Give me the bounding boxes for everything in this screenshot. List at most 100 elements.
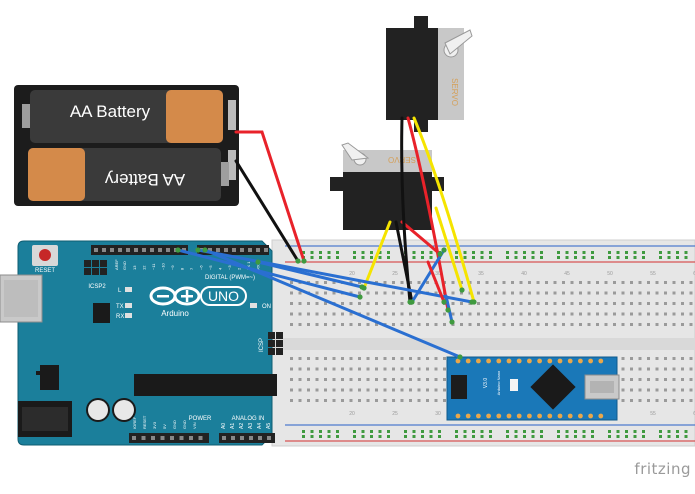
nano-pin — [516, 358, 522, 364]
rail-hole — [489, 435, 492, 438]
on-label: ON — [262, 304, 271, 310]
breadboard-hole — [511, 281, 514, 284]
breadboard-hole — [400, 388, 404, 392]
icsp2-pin — [100, 268, 107, 275]
header-pin — [141, 436, 146, 440]
nano-usb-inner — [590, 381, 614, 393]
breadboard-hole — [358, 399, 361, 402]
rail-hole — [429, 256, 433, 259]
rail-hole — [387, 435, 390, 438]
breadboard-hole — [358, 323, 361, 326]
rail-hole — [582, 435, 586, 438]
breadboard-hole — [647, 312, 650, 316]
breadboard-hole — [426, 399, 429, 402]
reset-button-cap[interactable] — [39, 249, 51, 261]
analog-pin-label: A3 — [248, 423, 254, 429]
breadboard-hole — [528, 323, 531, 326]
breadboard-hole — [366, 399, 370, 402]
breadboard-hole — [332, 399, 336, 402]
breadboard-hole — [392, 281, 395, 284]
header-pin — [102, 248, 106, 252]
breadboard-hole — [587, 281, 591, 284]
rail-hole — [378, 435, 382, 438]
icsp2-pin — [84, 260, 91, 267]
rail-hole — [455, 256, 458, 259]
rail-hole — [676, 430, 679, 433]
digital-pin-label: ~10 — [161, 262, 166, 270]
breadboard-hole — [366, 323, 370, 326]
breadboard-hole — [689, 291, 693, 295]
breadboard-hole — [341, 388, 344, 392]
cell-bottom-copper — [28, 148, 85, 201]
rail-hole — [565, 430, 569, 433]
breadboard-hole — [681, 357, 684, 360]
rail-hole — [361, 435, 365, 438]
breadboard-hole — [392, 367, 395, 371]
breadboard-hole — [477, 323, 480, 326]
breadboard-hole — [655, 399, 659, 402]
breadboard-hole — [621, 388, 625, 392]
breadboard-hole — [349, 312, 353, 316]
nano-button[interactable] — [510, 379, 518, 391]
nano-pin — [496, 413, 502, 419]
rail-hole — [480, 251, 484, 254]
nano-pin — [547, 413, 553, 419]
rail-hole — [336, 430, 339, 433]
breadboard-hole — [613, 302, 616, 305]
breadboard-hole — [324, 291, 327, 295]
gnd-pin-label: GND — [122, 261, 127, 270]
column-number: 35 — [478, 271, 484, 277]
breadboard-hole — [307, 388, 310, 392]
breadboard-hole — [426, 388, 429, 392]
digital-pin-label: ~9 — [170, 265, 175, 270]
servo-a-horn-arm[interactable] — [444, 29, 473, 55]
breadboard-hole — [596, 312, 599, 316]
rail-hole — [489, 256, 492, 259]
breadboard-hole — [477, 312, 480, 316]
breadboard-hole — [307, 312, 310, 316]
breadboard-hole — [672, 323, 676, 326]
servo-b-horn-arm[interactable] — [341, 142, 370, 161]
breadboard-hole — [553, 291, 557, 295]
breadboard-hole — [502, 302, 506, 305]
breadboard-hole — [519, 302, 523, 305]
digital-pin-label: 7 — [189, 267, 194, 270]
breadboard-hole — [689, 388, 693, 392]
breadboard-hole — [324, 312, 327, 316]
cell-top-label: AA Battery — [70, 102, 151, 121]
breadboard-hole — [638, 291, 642, 295]
breadboard-hole — [494, 323, 497, 326]
wire-endpoint — [441, 299, 447, 305]
power-pin-label: GND — [172, 420, 177, 429]
breadboard-hole — [672, 367, 676, 371]
breadboard-hole — [689, 312, 693, 316]
rail-hole — [336, 435, 339, 438]
breadboard-hole — [298, 302, 302, 305]
breadboard-hole — [315, 399, 319, 402]
battery-cell-top: AA Battery — [22, 90, 223, 143]
rail-hole — [455, 430, 458, 433]
rail-hole — [480, 430, 484, 433]
breadboard-hole — [409, 312, 412, 316]
arduino-nano: Arduino Nano V3.0 — [446, 356, 620, 421]
breadboard-hole — [494, 312, 497, 316]
breadboard-hole — [630, 367, 633, 371]
breadboard-hole — [630, 378, 633, 381]
breadboard-hole — [613, 323, 616, 326]
wire-blue-1 — [176, 248, 362, 299]
digital-pin-label: ~11 — [151, 263, 156, 270]
header-pin — [256, 248, 260, 252]
wire-endpoint — [255, 259, 261, 265]
breadboard-hole — [528, 302, 531, 305]
rail-hole — [625, 256, 628, 259]
breadboard-hole — [426, 357, 429, 360]
rail-hole — [574, 430, 577, 433]
rail-hole — [412, 251, 416, 254]
breadboard-hole — [570, 291, 574, 295]
rail-hole — [438, 435, 441, 438]
breadboard-hole — [613, 291, 616, 295]
rail-hole — [531, 435, 535, 438]
breadboard-hole — [409, 357, 412, 360]
analog-pin-label: A2 — [239, 423, 245, 429]
icsp2-header — [84, 260, 107, 275]
